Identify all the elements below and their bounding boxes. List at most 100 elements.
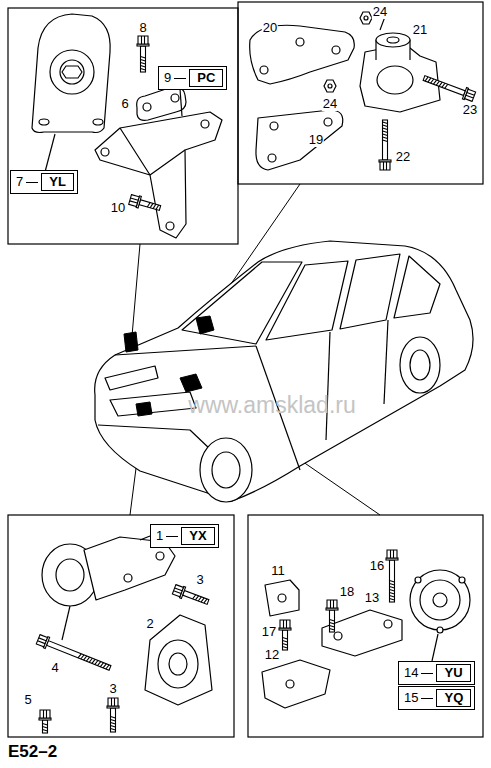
mount-21 bbox=[376, 33, 410, 47]
callout-number: 21 bbox=[412, 23, 428, 37]
bolt bbox=[387, 550, 397, 558]
mount-top-left bbox=[60, 60, 84, 84]
bolt bbox=[327, 600, 337, 608]
bolt bbox=[111, 720, 116, 722]
part-code-box: 15YQ bbox=[398, 686, 475, 710]
bolt bbox=[383, 122, 388, 124]
bolt bbox=[78, 653, 81, 658]
part-code-box: 1YX bbox=[150, 524, 219, 548]
bolt bbox=[129, 195, 139, 207]
bolt bbox=[204, 598, 207, 603]
bolts bbox=[36, 36, 476, 733]
callout-number: 7 bbox=[16, 175, 23, 189]
mount-14-15 bbox=[410, 570, 470, 630]
part-code-box: 9PC bbox=[158, 66, 227, 90]
car-body bbox=[95, 241, 473, 502]
bolt bbox=[390, 596, 395, 598]
bolt bbox=[111, 729, 116, 731]
plate-6 bbox=[171, 94, 179, 102]
bracket-9 bbox=[120, 128, 185, 175]
mount-1 bbox=[62, 606, 70, 640]
bracket-19 bbox=[256, 110, 343, 170]
callout-number: 6 bbox=[120, 97, 129, 111]
bolt bbox=[39, 710, 51, 733]
bolt bbox=[445, 84, 448, 89]
car-body bbox=[105, 366, 158, 390]
car-body bbox=[110, 392, 196, 416]
code-dash bbox=[421, 698, 433, 699]
part-code: YL bbox=[41, 173, 74, 191]
callout-number: 11 bbox=[270, 564, 286, 578]
bolt bbox=[383, 125, 388, 127]
car-body bbox=[340, 254, 400, 329]
callout-number: 8 bbox=[138, 21, 147, 35]
bracket-19 bbox=[324, 118, 332, 126]
mount-14-15 bbox=[410, 570, 470, 661]
mount-top-left bbox=[39, 119, 49, 125]
bolt bbox=[141, 57, 146, 59]
panel-frames bbox=[248, 515, 483, 737]
mount-2 bbox=[169, 653, 187, 675]
bolt bbox=[390, 584, 395, 586]
bolt bbox=[383, 137, 388, 139]
bolt bbox=[139, 200, 161, 211]
mount-top-left bbox=[50, 50, 94, 94]
bracket-9 bbox=[201, 120, 209, 128]
bracket-11 bbox=[265, 580, 299, 616]
part-code: PC bbox=[189, 69, 223, 87]
bolt bbox=[330, 610, 335, 632]
bolt bbox=[390, 599, 395, 601]
bolt bbox=[465, 89, 476, 101]
bolt bbox=[379, 120, 391, 170]
bolt bbox=[153, 204, 156, 209]
callout-number: 16 bbox=[369, 559, 385, 573]
bolt bbox=[425, 76, 428, 81]
car-body bbox=[200, 438, 252, 502]
callout-number: 10 bbox=[110, 201, 126, 215]
bolt bbox=[141, 46, 146, 72]
bolt bbox=[383, 128, 388, 130]
bracket-19 bbox=[270, 122, 278, 130]
bolt bbox=[141, 69, 146, 71]
bolt bbox=[95, 660, 98, 665]
bolt bbox=[100, 662, 103, 667]
bolt bbox=[330, 626, 335, 628]
car-body bbox=[95, 241, 473, 501]
mount-14-15 bbox=[437, 627, 443, 633]
bracket-12 bbox=[286, 680, 294, 688]
mount-2 bbox=[158, 640, 198, 688]
bracket-20 bbox=[332, 46, 340, 54]
callout-number: 20 bbox=[262, 21, 278, 35]
bolt bbox=[279, 620, 291, 650]
callout-number: 24 bbox=[372, 5, 388, 19]
nuts-24 bbox=[328, 84, 332, 88]
nuts-24 bbox=[364, 16, 368, 20]
bolt bbox=[111, 708, 116, 732]
plate-13 bbox=[322, 610, 402, 656]
bracket-20 bbox=[296, 38, 304, 46]
bolt bbox=[141, 66, 146, 68]
bolt bbox=[89, 658, 92, 663]
bolt bbox=[43, 727, 48, 729]
callout-number: 18 bbox=[339, 585, 355, 599]
bolt bbox=[137, 36, 149, 72]
plate-6 bbox=[143, 103, 151, 111]
part-code: YX bbox=[181, 527, 214, 545]
callout-number: 19 bbox=[308, 133, 324, 147]
mount-21 bbox=[377, 66, 413, 94]
bolt bbox=[428, 77, 431, 82]
bolt bbox=[141, 63, 146, 65]
panel-leaders bbox=[132, 244, 140, 336]
bolt bbox=[326, 600, 338, 632]
bolt bbox=[43, 720, 48, 733]
nuts-24 bbox=[324, 80, 336, 92]
mount-1 bbox=[124, 574, 132, 582]
bolt bbox=[280, 620, 290, 628]
bolt bbox=[106, 664, 109, 669]
bracket-12 bbox=[262, 660, 330, 708]
mount-14-15 bbox=[459, 577, 465, 583]
mount-locations bbox=[124, 332, 138, 352]
callout-number: 24 bbox=[322, 97, 338, 111]
bolt bbox=[439, 82, 442, 87]
plate-13 bbox=[322, 610, 402, 656]
